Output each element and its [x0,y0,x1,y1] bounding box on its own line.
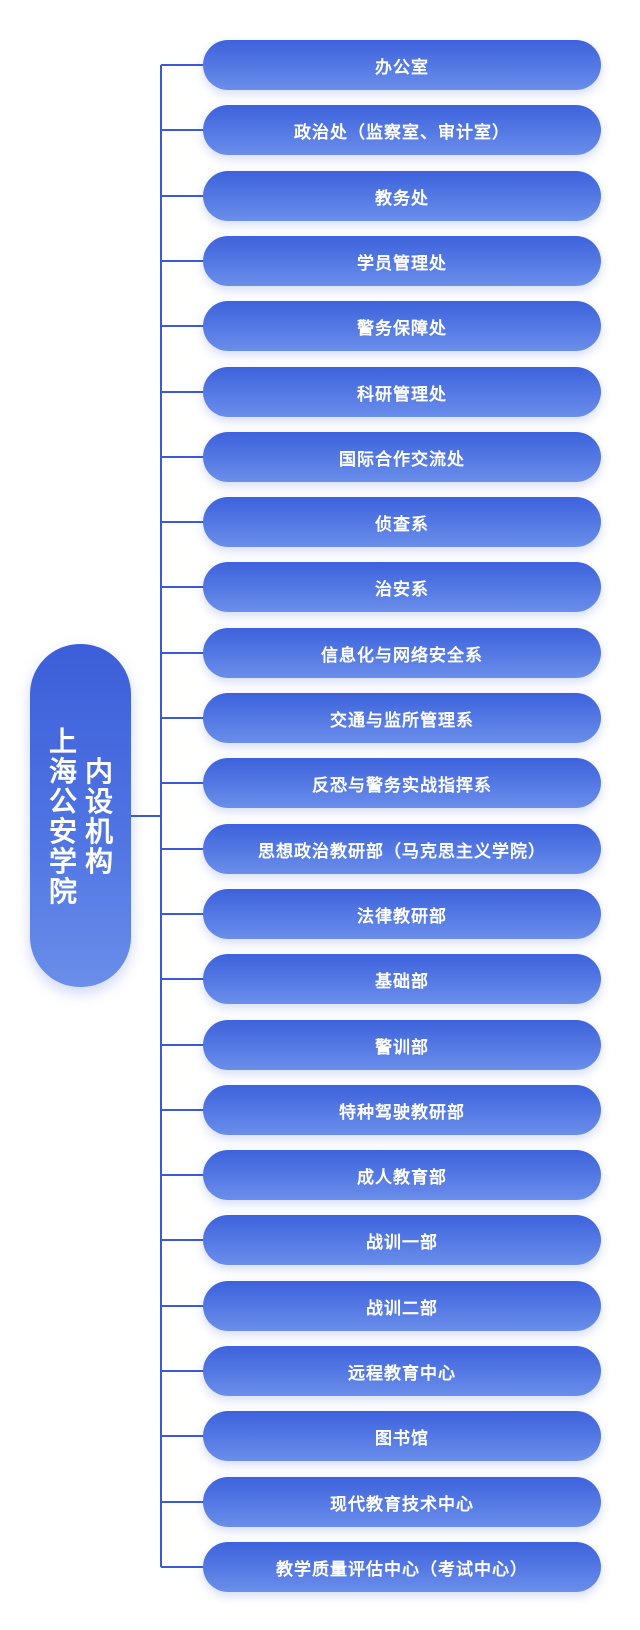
department-node: 成人教育部 [203,1150,601,1200]
department-node: 国际合作交流处 [203,432,601,482]
department-node: 政治处（监察室、审计室） [203,105,601,155]
department-node: 法律教研部 [203,889,601,939]
root-title-right: 内设机构 [84,757,114,877]
department-node: 战训二部 [203,1281,601,1331]
department-node: 科研管理处 [203,367,601,417]
root-title-char: 公 [48,785,77,818]
department-node: 侦查系 [203,497,601,547]
root-title-char: 机 [84,815,113,848]
root-title-char: 海 [48,755,77,788]
root-title-char: 安 [48,815,77,848]
department-node: 远程教育中心 [203,1346,601,1396]
department-node: 图书馆 [203,1411,601,1461]
department-node: 反恐与警务实战指挥系 [203,758,601,808]
department-node: 基础部 [203,954,601,1004]
department-node: 思想政治教研部（马克思主义学院） [203,824,601,874]
root-title-left: 上海公安学院 [48,727,78,907]
department-node: 现代教育技术中心 [203,1477,601,1527]
department-node: 学员管理处 [203,236,601,286]
root-title-char: 学 [48,845,77,878]
root-node: 上海公安学院 内设机构 [30,644,131,987]
root-title-char: 设 [84,785,113,818]
root-title-char: 院 [48,875,77,908]
department-node: 教学质量评估中心（考试中心） [203,1542,601,1592]
department-node: 信息化与网络安全系 [203,628,601,678]
department-node: 治安系 [203,562,601,612]
department-node: 办公室 [203,40,601,90]
department-node: 交通与监所管理系 [203,693,601,743]
department-node: 战训一部 [203,1215,601,1265]
department-node: 教务处 [203,171,601,221]
department-node: 警务保障处 [203,301,601,351]
root-title-char: 上 [48,725,77,758]
department-node: 警训部 [203,1020,601,1070]
root-title-char: 构 [84,845,113,878]
department-node: 特种驾驶教研部 [203,1085,601,1135]
root-title-char: 内 [84,755,113,788]
